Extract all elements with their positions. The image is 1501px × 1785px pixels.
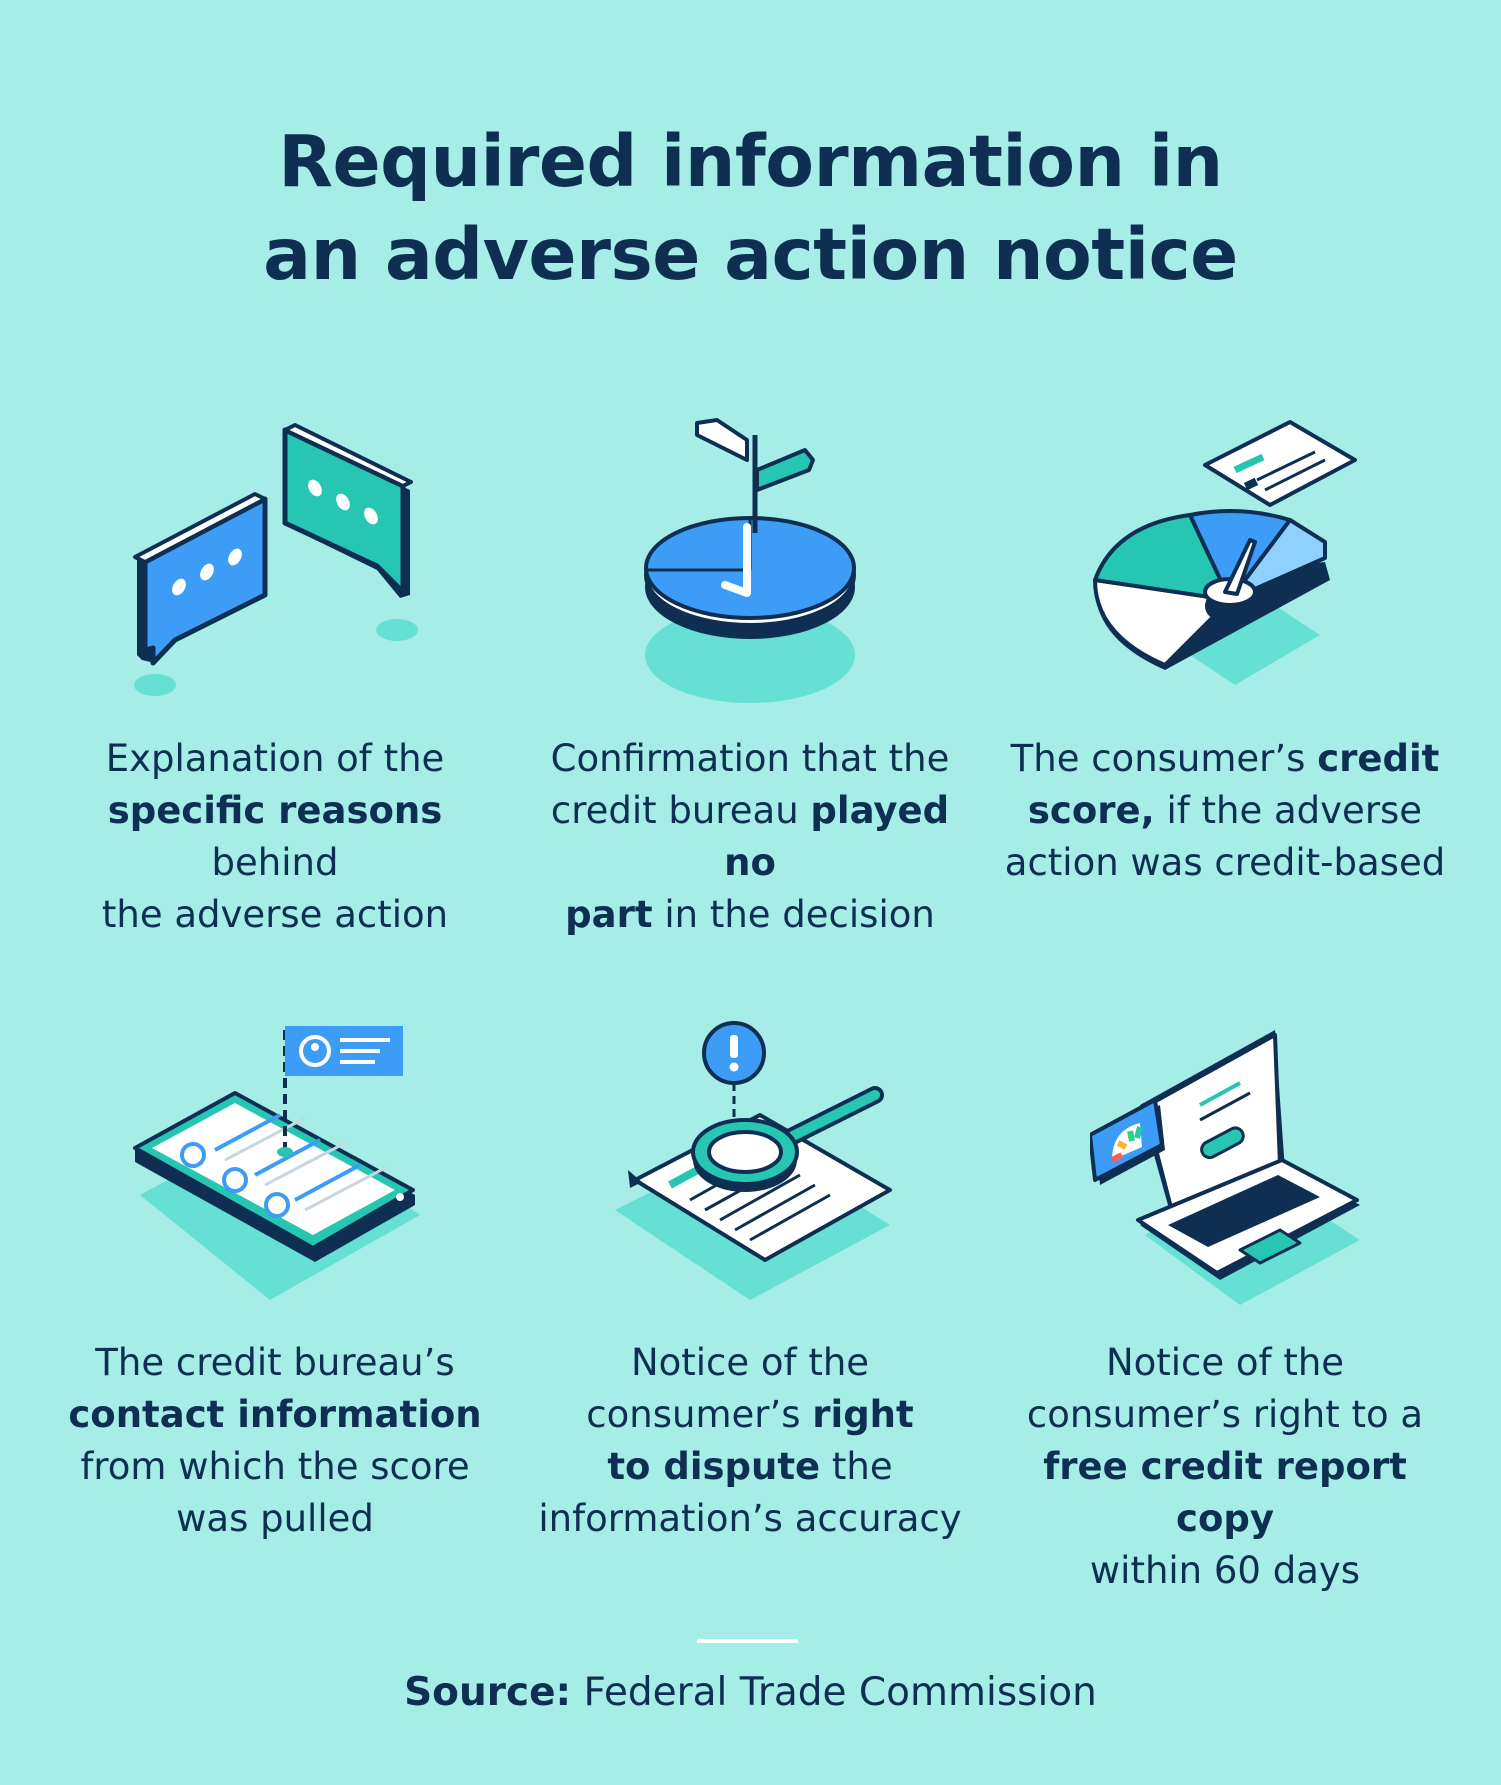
- title-line-1: Required information in: [278, 120, 1223, 203]
- caption-5-bold-2: to dispute: [607, 1445, 821, 1488]
- caption-3-line-1: The consumer’s: [1010, 737, 1306, 780]
- caption-6-line-2: consumer’s right to a: [1026, 1393, 1424, 1436]
- caption-1-line-3: the adverse action: [101, 893, 449, 936]
- source-value: Federal Trade Commission: [583, 1670, 1097, 1715]
- source-divider: [697, 1639, 798, 1643]
- credit-score-gauge-icon: [1093, 420, 1357, 685]
- caption-contact-information: The credit bureau’s contact information …: [45, 1337, 505, 1545]
- magnifier-document-icon: [615, 1021, 892, 1300]
- source-label: Source:: [404, 1670, 572, 1715]
- pie-chart-signpost-icon: [644, 418, 856, 703]
- caption-1-line-2: behind: [211, 841, 339, 884]
- caption-specific-reasons: Explanation of the specific reasons behi…: [45, 733, 505, 941]
- caption-5-line-2: consumer’s: [586, 1393, 801, 1436]
- page-title: Required information in an adverse actio…: [0, 115, 1501, 301]
- caption-5-line-4: information’s accuracy: [538, 1497, 962, 1540]
- caption-free-credit-report: Notice of the consumer’s right to a free…: [995, 1337, 1455, 1597]
- laptop-credit-report-icon: [1090, 1030, 1360, 1305]
- caption-2-bold-1: played no: [724, 789, 950, 884]
- caption-6-line-1: Notice of the: [1105, 1341, 1345, 1384]
- caption-6-bold: free credit report copy: [1043, 1445, 1407, 1540]
- title-line-2: an adverse action notice: [263, 213, 1238, 296]
- tablet-contacts-icon: [133, 1026, 420, 1300]
- caption-1-line-1: Explanation of the: [105, 737, 445, 780]
- caption-played-no-part: Confirmation that the credit bureau play…: [520, 733, 980, 941]
- caption-2-line-3: in the decision: [664, 893, 935, 936]
- caption-3-line-3: action was credit-based: [1004, 841, 1446, 884]
- caption-5-line-3: the: [831, 1445, 893, 1488]
- caption-6-line-4: within 60 days: [1089, 1549, 1361, 1592]
- caption-5-line-1: Notice of the: [630, 1341, 870, 1384]
- speech-bubbles-icon: [133, 423, 418, 696]
- caption-right-to-dispute: Notice of the consumer’s right to disput…: [520, 1337, 980, 1545]
- caption-2-line-1: Confirmation that the: [550, 737, 950, 780]
- caption-3-bold-1: credit: [1317, 737, 1440, 780]
- caption-2-line-2: credit bureau: [550, 789, 799, 832]
- caption-5-bold-1: right: [812, 1393, 914, 1436]
- caption-1-bold: specific reasons: [107, 789, 443, 832]
- caption-3-bold-2: score,: [1027, 789, 1155, 832]
- caption-credit-score: The consumer’s credit score, if the adve…: [995, 733, 1455, 889]
- caption-4-line-3: from which the score: [80, 1445, 470, 1488]
- caption-4-bold: contact information: [68, 1393, 482, 1436]
- caption-4-line-4: was pulled: [176, 1497, 374, 1540]
- caption-3-line-2: if the adverse: [1166, 789, 1423, 832]
- source-line: Source: Federal Trade Commission: [0, 1668, 1501, 1718]
- caption-4-line-1: The credit bureau’s: [95, 1341, 455, 1384]
- caption-2-bold-2: part: [565, 893, 653, 936]
